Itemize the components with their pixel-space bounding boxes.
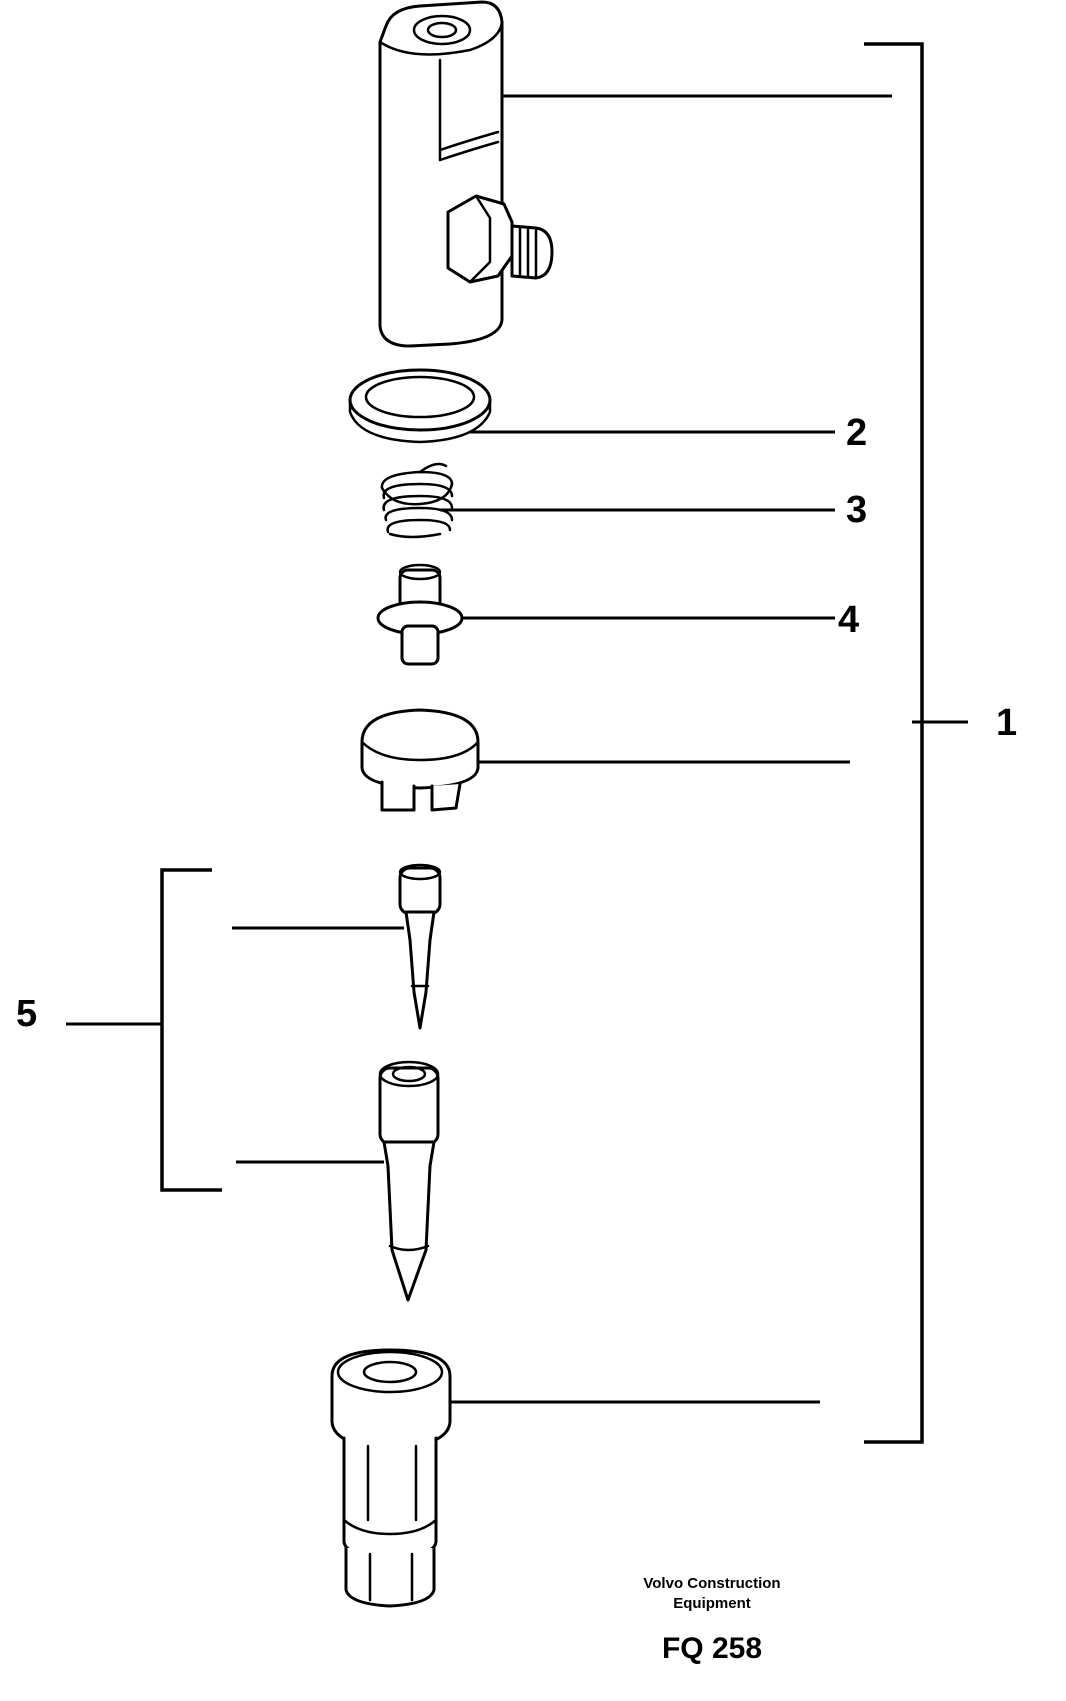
callout-5: 5 [16, 993, 37, 1035]
callout-1: 1 [996, 702, 1017, 744]
callout-4: 4 [838, 599, 859, 641]
intermediate-disc-part [360, 708, 480, 812]
nozzle-needle-part [398, 863, 442, 1030]
nozzle-body-part [378, 1060, 440, 1302]
bracket-1 [864, 42, 924, 1444]
credit-line-1: Volvo Construction [643, 1575, 780, 1592]
bracket-5 [160, 868, 222, 1192]
spring-part [380, 462, 454, 539]
figure-code: FQ 258 [662, 1632, 762, 1665]
nozzle-holder-body-part [378, 0, 554, 348]
credit-line-2: Equipment [673, 1595, 751, 1612]
callout-2: 2 [846, 412, 867, 454]
callout-3: 3 [846, 489, 867, 531]
nozzle-nut-part [330, 1348, 452, 1608]
washer-ring-part [348, 368, 492, 444]
pressure-pin-part [376, 563, 464, 666]
leader-lines [66, 94, 968, 1404]
